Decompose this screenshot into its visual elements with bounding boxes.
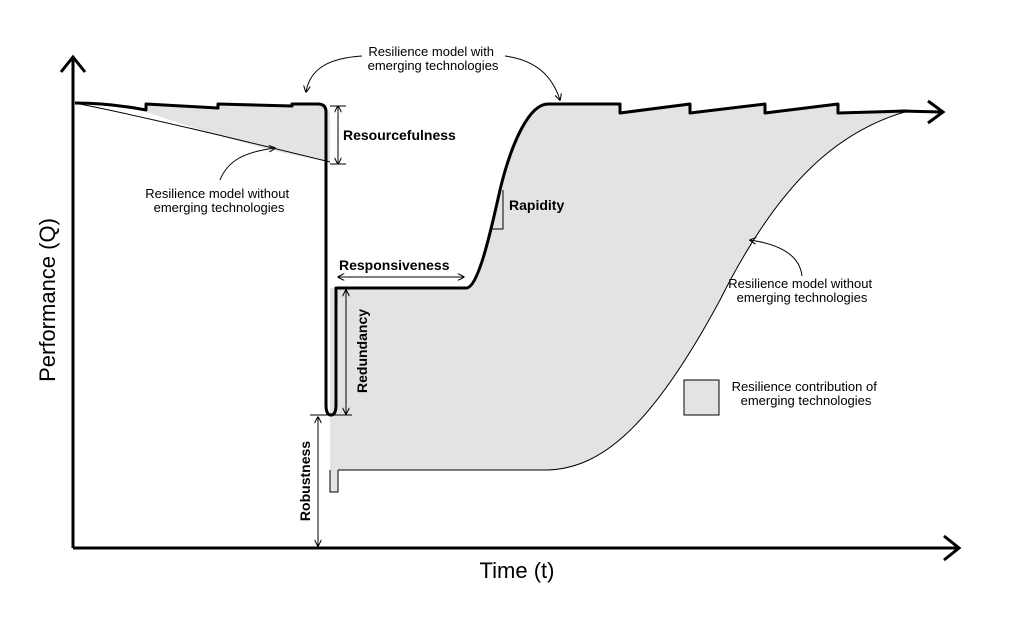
responsiveness-label: Responsiveness xyxy=(339,257,450,273)
rapidity-triangle xyxy=(491,190,504,230)
y-axis-title: Performance (Q) xyxy=(35,218,60,382)
pointer-without-right xyxy=(750,240,803,277)
robustness-label: Robustness xyxy=(297,441,313,521)
without-tech-left-line2: emerging technologies xyxy=(154,200,285,215)
without-tech-left-line1: Resilience model without xyxy=(145,186,289,201)
upper-arrowhead xyxy=(927,99,946,125)
pointer-without-left xyxy=(219,148,275,181)
redundancy-label: Redundancy xyxy=(354,309,370,393)
with-tech-label-line1: Resilience model with xyxy=(368,44,494,59)
rapidity-label: Rapidity xyxy=(509,197,564,213)
curve-without-tech-right xyxy=(338,110,909,471)
with-tech-label-line2: emerging technologies xyxy=(368,58,499,73)
legend-label-line1: Resilience contribution of xyxy=(732,379,878,394)
y-axis-arrow xyxy=(59,54,87,73)
contribution-area-right xyxy=(330,104,908,492)
svg-text:Resilience model without e: Resilience model without emerging techno… xyxy=(728,276,875,305)
svg-text:Resilience contribution of: Resilience contribution of emerging tech… xyxy=(732,379,881,408)
contribution-area-left xyxy=(146,104,330,162)
legend-label-line2: emerging technologies xyxy=(741,393,872,408)
svg-text:Resilience model without e: Resilience model without emerging techno… xyxy=(145,186,292,215)
pointer-with-tech-left xyxy=(306,55,363,92)
pointer-with-tech-right xyxy=(504,55,560,100)
resourcefulness-label: Resourcefulness xyxy=(343,127,456,143)
svg-text:Resilience model with emer: Resilience model with emerging technolog… xyxy=(368,44,499,73)
x-axis-arrow xyxy=(943,534,962,562)
robustness-dip xyxy=(329,470,339,493)
curve-without-tech-left xyxy=(74,102,331,163)
legend-swatch xyxy=(683,379,720,416)
x-axis-title: Time (t) xyxy=(480,558,555,583)
without-tech-right-line2: emerging technologies xyxy=(737,290,868,305)
curve-with-tech xyxy=(74,101,909,417)
without-tech-right-line1: Resilience model without xyxy=(728,276,872,291)
